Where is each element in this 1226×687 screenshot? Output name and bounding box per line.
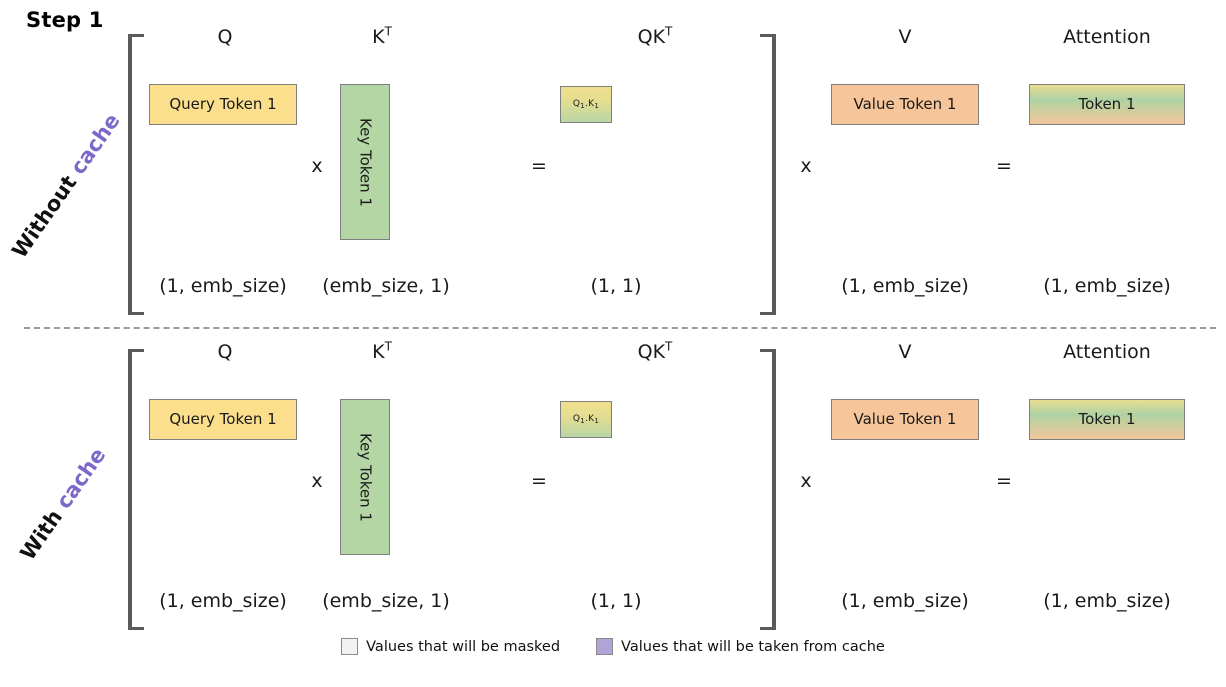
header-kt-sup: T [384, 339, 392, 354]
cache-swatch-icon [596, 638, 614, 655]
row-label-with-cache: With cache [7, 432, 118, 577]
left-bracket-row2 [128, 349, 144, 630]
header-qkt-base: QK [637, 341, 666, 363]
equals-operator-right-row2: = [996, 470, 1012, 492]
shape-attention-row1: (1, emb_size) [1043, 275, 1171, 297]
shape-qkt-row1: (1, 1) [590, 275, 642, 297]
header-kt-base: K [372, 26, 385, 48]
header-kt-row1: KT [322, 26, 442, 48]
multiply-operator-right-row2: x [800, 470, 812, 492]
masked-swatch-icon [341, 638, 359, 655]
equals-operator-left-row1: = [531, 155, 547, 177]
header-q-text: Q [217, 341, 233, 363]
header-q-row1: Q [151, 26, 299, 48]
header-attention-row1: Attention [1029, 26, 1185, 48]
multiply-operator-left-row2: x [311, 470, 323, 492]
header-v-row2: V [831, 341, 979, 363]
header-v-text: V [898, 26, 912, 48]
query-box-row1[interactable]: Query Token 1 [149, 84, 297, 125]
legend-item-masked: Values that will be masked [341, 638, 560, 655]
right-bracket-row1 [760, 34, 776, 315]
key-box-label: Key Token 1 [356, 432, 375, 522]
shape-kt-row1: (emb_size, 1) [322, 275, 450, 297]
right-bracket-row2 [760, 349, 776, 630]
left-bracket-row1 [128, 34, 144, 315]
qk-box-label: Q1.K1 [572, 98, 600, 110]
value-box-label: Value Token 1 [853, 95, 957, 114]
header-kt-sup: T [384, 24, 392, 39]
header-v-row1: V [831, 26, 979, 48]
header-qkt-sup: T [665, 339, 673, 354]
header-qkt-row2: QKT [595, 341, 715, 363]
shape-q-row1: (1, emb_size) [159, 275, 287, 297]
shape-q-row2: (1, emb_size) [159, 590, 287, 612]
shape-attention-row2: (1, emb_size) [1043, 590, 1171, 612]
legend-item-cache: Values that will be taken from cache [596, 638, 885, 655]
row-label-word-1: Without [7, 171, 82, 263]
legend-label-masked: Values that will be masked [366, 638, 561, 655]
row-divider [24, 327, 1216, 329]
key-box-label: Key Token 1 [356, 117, 375, 207]
attention-box-label: Token 1 [1078, 410, 1136, 429]
value-box-label: Value Token 1 [853, 410, 957, 429]
shape-qkt-row2: (1, 1) [590, 590, 642, 612]
equals-operator-left-row2: = [531, 470, 547, 492]
row-label-word-1: With [15, 505, 68, 565]
header-v-text: V [898, 341, 912, 363]
query-box-label: Query Token 1 [169, 410, 277, 429]
shape-v-row1: (1, emb_size) [841, 275, 969, 297]
attention-box-label: Token 1 [1078, 95, 1136, 114]
header-qkt-sup: T [665, 24, 673, 39]
key-box-row1[interactable]: Key Token 1 [340, 84, 390, 240]
row-label-without-cache: Without cache [7, 109, 124, 263]
multiply-operator-right-row1: x [800, 155, 812, 177]
header-kt-row2: KT [322, 341, 442, 363]
legend: Values that will be masked Values that w… [0, 638, 1226, 655]
page-title: Step 1 [26, 8, 104, 32]
qk-box-row1[interactable]: Q1.K1 [560, 86, 612, 123]
attention-box-row2[interactable]: Token 1 [1029, 399, 1185, 440]
header-attention-row2: Attention [1029, 341, 1185, 363]
value-box-row2[interactable]: Value Token 1 [831, 399, 979, 440]
shape-v-row2: (1, emb_size) [841, 590, 969, 612]
header-attention-text: Attention [1063, 26, 1151, 48]
qk-box-label: Q1.K1 [572, 413, 600, 425]
legend-label-cache: Values that will be taken from cache [621, 638, 885, 655]
query-box-row2[interactable]: Query Token 1 [149, 399, 297, 440]
header-q-row2: Q [151, 341, 299, 363]
shape-kt-row2: (emb_size, 1) [322, 590, 450, 612]
header-qkt-base: QK [637, 26, 666, 48]
header-attention-text: Attention [1063, 341, 1151, 363]
attention-box-row1[interactable]: Token 1 [1029, 84, 1185, 125]
value-box-row1[interactable]: Value Token 1 [831, 84, 979, 125]
row-label-word-2: cache [51, 443, 111, 514]
qk-box-row2[interactable]: Q1.K1 [560, 401, 612, 438]
query-box-label: Query Token 1 [169, 95, 277, 114]
multiply-operator-left-row1: x [311, 155, 323, 177]
header-qkt-row1: QKT [595, 26, 715, 48]
equals-operator-right-row1: = [996, 155, 1012, 177]
header-kt-base: K [372, 341, 385, 363]
header-q-text: Q [217, 26, 233, 48]
row-label-word-2: cache [65, 109, 125, 179]
key-box-row2[interactable]: Key Token 1 [340, 399, 390, 555]
